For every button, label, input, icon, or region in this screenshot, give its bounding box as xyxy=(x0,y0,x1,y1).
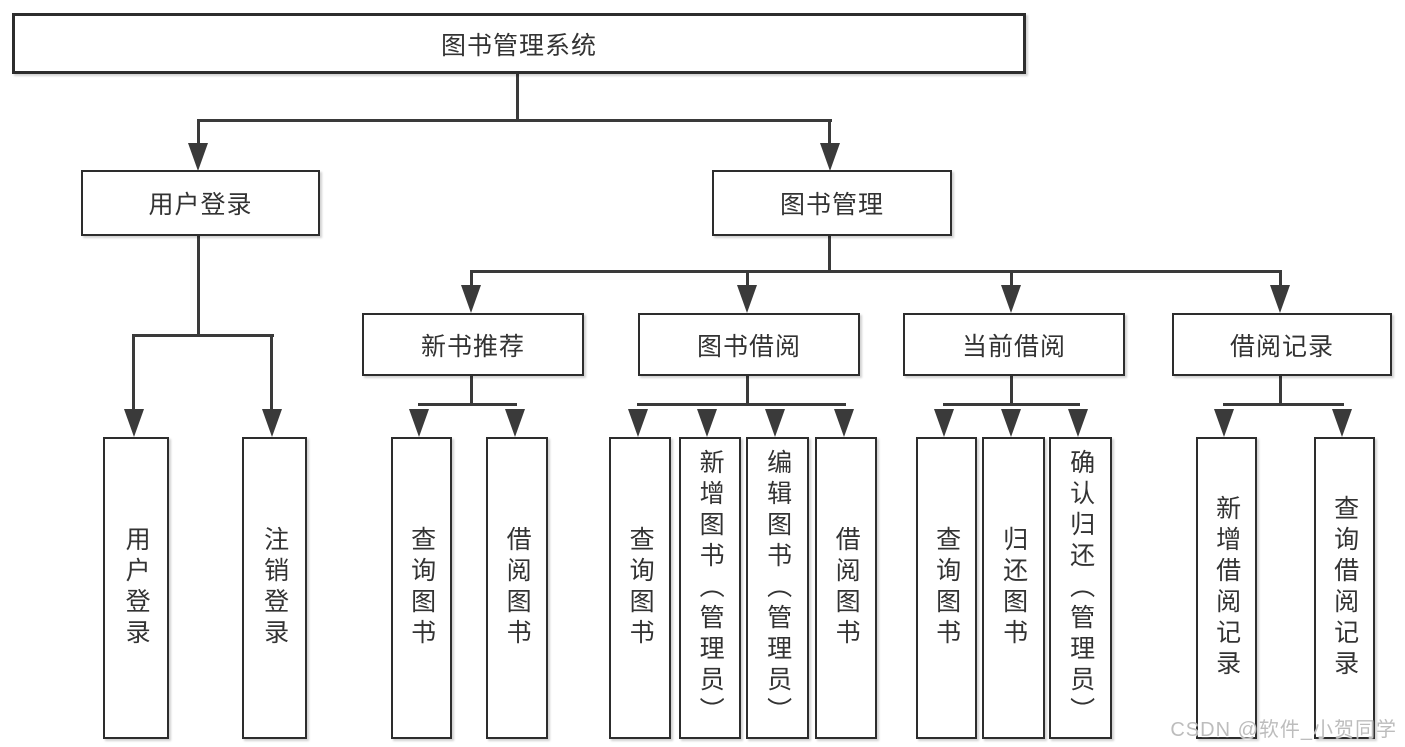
connector-line xyxy=(746,270,749,288)
node-current-borrowing: 当前借阅 xyxy=(903,313,1125,376)
node-label: 查询借阅记录 xyxy=(1330,495,1359,681)
connector-line xyxy=(270,334,273,410)
connector-line xyxy=(470,270,1281,273)
arrow-down-icon xyxy=(1068,409,1088,437)
node-label: 图书管理系统 xyxy=(440,31,597,60)
arrow-down-icon xyxy=(934,409,954,437)
node-book-management: 图书管理 xyxy=(712,170,952,236)
node-label: 图书管理 xyxy=(779,191,884,219)
connector-line xyxy=(197,232,200,336)
node-br-query-record: 查询借阅记录 xyxy=(1314,437,1375,739)
node-label: 用户登录 xyxy=(148,191,253,219)
connector-line xyxy=(197,119,832,122)
connector-line xyxy=(746,372,749,405)
connector-line xyxy=(1223,403,1344,406)
arrow-down-icon xyxy=(820,143,840,171)
arrow-down-icon xyxy=(505,409,525,437)
node-label: 借阅图书 xyxy=(503,526,532,650)
node-label: 归还图书 xyxy=(999,526,1028,650)
node-label: 新增借阅记录 xyxy=(1212,495,1241,681)
node-logout-action: 注销登录 xyxy=(242,437,307,739)
node-bb-edit-book-admin: 编辑图书（管理员） xyxy=(746,437,809,739)
arrow-down-icon xyxy=(737,285,757,313)
node-label: 新书推荐 xyxy=(420,332,525,361)
node-new-book-recommend: 新书推荐 xyxy=(362,313,584,376)
node-nbr-query-book: 查询图书 xyxy=(391,437,452,739)
node-br-add-record: 新增借阅记录 xyxy=(1196,437,1257,739)
connector-line xyxy=(1010,270,1013,288)
node-label: 查询图书 xyxy=(407,526,436,650)
arrow-down-icon xyxy=(1001,285,1021,313)
node-book-borrowing: 图书借阅 xyxy=(638,313,860,376)
connector-line xyxy=(470,372,473,405)
connector-line xyxy=(1279,270,1282,288)
node-cb-query-book: 查询图书 xyxy=(916,437,977,739)
node-cb-return-book: 归还图书 xyxy=(982,437,1045,739)
connector-line xyxy=(132,334,135,410)
node-bb-add-book-admin: 新增图书（管理员） xyxy=(679,437,741,739)
connector-line xyxy=(828,232,831,272)
arrow-down-icon xyxy=(765,409,785,437)
arrow-down-icon xyxy=(628,409,648,437)
node-label: 新增图书（管理员） xyxy=(696,448,725,728)
node-cb-confirm-return-admin: 确认归还（管理员） xyxy=(1049,437,1112,739)
node-borrowing-records: 借阅记录 xyxy=(1172,313,1392,376)
arrow-down-icon xyxy=(461,285,481,313)
connector-line xyxy=(516,68,519,122)
connector-line xyxy=(943,403,1080,406)
node-label: 用户登录 xyxy=(122,526,151,650)
connector-line xyxy=(470,270,473,288)
node-label: 借阅图书 xyxy=(832,526,861,650)
connector-line xyxy=(418,403,517,406)
node-library-management-system: 图书管理系统 xyxy=(12,13,1026,74)
arrow-down-icon xyxy=(188,143,208,171)
node-nbr-borrow-book: 借阅图书 xyxy=(486,437,548,739)
arrow-down-icon xyxy=(409,409,429,437)
node-label: 图书借阅 xyxy=(696,332,801,361)
connector-line xyxy=(828,119,831,147)
node-bb-borrow-book: 借阅图书 xyxy=(815,437,877,739)
node-user-login: 用户登录 xyxy=(81,170,320,236)
watermark: CSDN @软件_小贺同学 xyxy=(1170,719,1397,741)
arrow-down-icon xyxy=(262,409,282,437)
node-label: 当前借阅 xyxy=(961,332,1066,361)
arrow-down-icon xyxy=(1270,285,1290,313)
node-label: 借阅记录 xyxy=(1229,332,1334,361)
node-label: 确认归还（管理员） xyxy=(1066,448,1095,728)
node-label: 编辑图书（管理员） xyxy=(763,448,792,728)
arrow-down-icon xyxy=(1332,409,1352,437)
arrow-down-icon xyxy=(1214,409,1234,437)
connector-line xyxy=(1010,372,1013,405)
connector-line xyxy=(1279,372,1282,405)
node-bb-query-book: 查询图书 xyxy=(609,437,671,739)
node-label: 查询图书 xyxy=(626,526,655,650)
arrow-down-icon xyxy=(697,409,717,437)
node-user-login-action: 用户登录 xyxy=(103,437,169,739)
arrow-down-icon xyxy=(834,409,854,437)
arrow-down-icon xyxy=(1001,409,1021,437)
connector-line xyxy=(637,403,846,406)
node-label: 注销登录 xyxy=(260,526,289,650)
connector-line xyxy=(197,119,200,147)
connector-line xyxy=(132,334,274,337)
node-label: 查询图书 xyxy=(932,526,961,650)
arrow-down-icon xyxy=(124,409,144,437)
